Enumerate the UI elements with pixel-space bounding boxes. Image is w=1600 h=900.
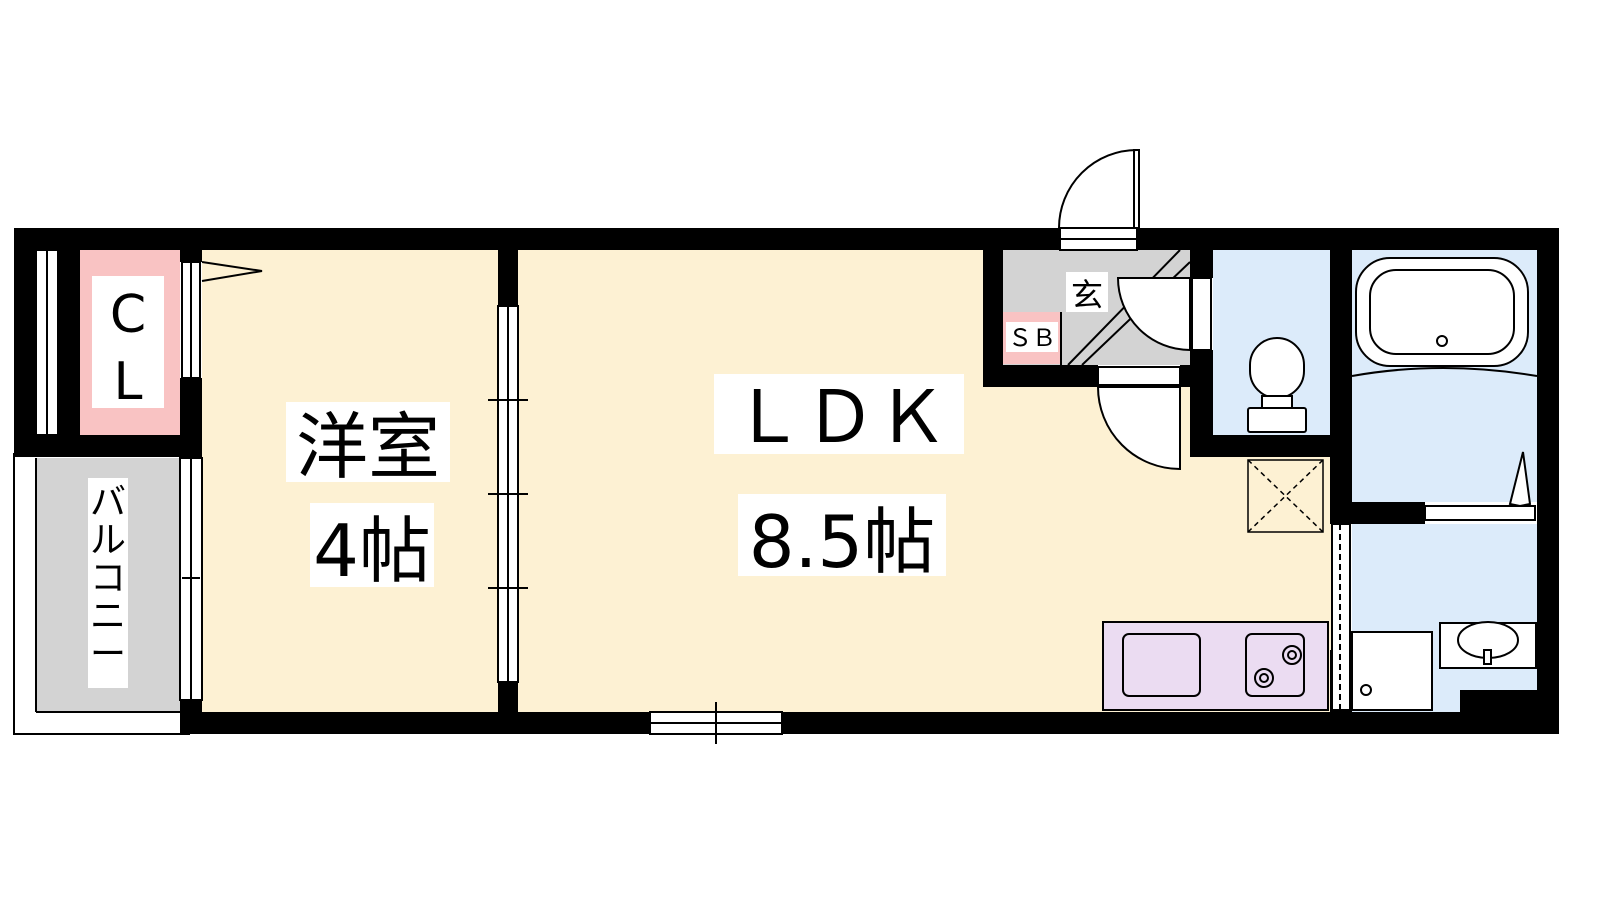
ldk-door (1096, 366, 1181, 471)
balcony-label: バルコニー (90, 482, 126, 675)
wall-bath-bottom (1330, 502, 1425, 524)
balcony-label-bg (88, 478, 128, 688)
toilet-door-frame (1191, 277, 1212, 351)
wash-basin (1439, 621, 1537, 669)
balcony-rail (13, 453, 190, 735)
wall-partition-top (498, 250, 518, 306)
fridge-space (1247, 459, 1324, 533)
toilet-door-swing (1116, 277, 1191, 352)
balcony-label-char: ニ (90, 596, 126, 637)
wall-right (1537, 228, 1559, 734)
bath-door-leaf (1424, 505, 1536, 521)
entrance-label: 玄 (1071, 276, 1103, 314)
sliding-door-western (488, 305, 528, 683)
closet-label-line2: L (114, 352, 143, 412)
wall-toilet-right (1330, 250, 1352, 524)
balcony-outline (13, 453, 190, 735)
closet-door (181, 261, 263, 379)
burner-1-inner (1287, 650, 1297, 660)
ldk-name-bg (714, 374, 964, 454)
wall-closet-right (180, 250, 202, 262)
washer-box (1351, 631, 1433, 711)
wall-toilet-left-low (1190, 350, 1213, 457)
wall-entrance-bottom-right (1180, 365, 1192, 387)
bath-floor-edge (1351, 367, 1538, 377)
washer-space (1351, 631, 1433, 711)
toilet-tank (1247, 407, 1307, 433)
wall-entrance-left (983, 250, 1003, 387)
tub-inner (1369, 269, 1515, 355)
toilet-door (1116, 277, 1212, 352)
windows (35, 249, 783, 744)
wall-bottom-right (782, 712, 1559, 734)
fridge-box (1247, 459, 1324, 533)
toilet-fixture (1247, 337, 1307, 433)
wall-western-left-low (180, 700, 202, 734)
washer-drain (1360, 684, 1372, 696)
bath-door (1424, 451, 1536, 521)
entrance-door (1058, 149, 1140, 251)
closet-door-arrow (201, 261, 263, 282)
wall-closet-right-low (180, 378, 202, 435)
entrance-door-swing (1058, 149, 1138, 229)
wall-left (14, 228, 36, 453)
ldk-floor (518, 250, 983, 712)
shoe-box-label: ＳＢ (1008, 324, 1056, 352)
stove (1245, 633, 1305, 697)
wall-partition-bottom (498, 682, 518, 712)
closet-label-line1: C (110, 285, 146, 345)
balcony-label-char: ー (90, 634, 126, 675)
ldk-size: 8.5帖 (749, 500, 936, 584)
wall-bottom-left (180, 712, 650, 734)
ldk-door-swing (1096, 386, 1181, 471)
ldk-name: ＬＤＫ (732, 375, 948, 459)
bath-door-arrow (1508, 451, 1532, 508)
tub-drain (1436, 335, 1448, 347)
walls (14, 228, 1559, 734)
wall-entrance-bottom (983, 365, 1098, 387)
wall-toilet-left (1190, 250, 1213, 278)
wall-closet-bottom (14, 435, 202, 457)
basin-faucet (1483, 649, 1492, 665)
closet-label-bg (92, 276, 164, 408)
wall-closet-left (58, 250, 80, 435)
toilet-base (1261, 395, 1293, 409)
washroom-door (1331, 523, 1351, 711)
western-name-bg (286, 402, 450, 482)
bathtub (1351, 257, 1538, 377)
western-room-size: 4帖 (313, 509, 431, 593)
wall-top-right (1137, 228, 1559, 250)
shoe-box-label-bg (1006, 322, 1058, 352)
sink (1122, 633, 1201, 697)
entrance-door-leaf (1133, 149, 1140, 231)
wall-toilet-bottom (1190, 435, 1340, 457)
burner-2-inner (1259, 673, 1269, 683)
wall-wash-right-stub (1460, 690, 1537, 712)
entrance-label-bg (1066, 272, 1108, 312)
ldk-door-frame (1097, 366, 1181, 386)
balcony-label-char: ル (90, 520, 126, 561)
kitchen-counter (1102, 621, 1329, 711)
western-room-name: 洋室 (296, 405, 440, 489)
toilet-bowl (1249, 337, 1305, 399)
wall-top-left (14, 228, 1062, 250)
western-size-bg (310, 503, 434, 587)
balcony-label-char: コ (90, 558, 126, 599)
balcony-label-char: バ (90, 482, 126, 523)
ldk-size-bg (738, 494, 946, 576)
